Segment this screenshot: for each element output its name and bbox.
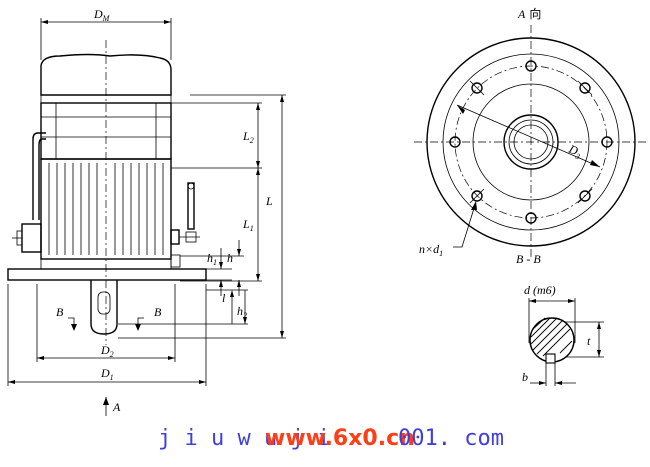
d1-label: D1 [100, 366, 114, 382]
l-small-label: l [222, 291, 226, 305]
h2-label: h2 [237, 304, 247, 320]
l2-label: L2 [242, 129, 254, 145]
b-left-label: B [56, 305, 64, 319]
watermark-left: j i u w u j i [158, 426, 330, 451]
section-label: B - B [516, 252, 541, 266]
l-label: L [265, 194, 273, 208]
b-label: b [522, 370, 528, 384]
d-m6-label: d (m6) [524, 283, 556, 297]
bolt-holes [449, 60, 613, 224]
holes-label: n×d1 [419, 242, 443, 258]
d2-label: D2 [100, 343, 114, 359]
keyway [545, 353, 556, 364]
watermark: j i u w u j i www.6x0.cn 001. com [158, 426, 504, 451]
t-label: t [587, 334, 591, 348]
a-view-label: A [112, 400, 121, 414]
fan-cover [40, 53, 172, 96]
l1-label: L1 [242, 217, 254, 233]
cooling-fins [48, 163, 164, 255]
h1-label: h1 [207, 251, 217, 267]
watermark-center: www.6x0.cn [265, 426, 415, 451]
shaft-hatch [530, 317, 573, 357]
mounting-flange [7, 268, 207, 281]
h-label: h [227, 251, 233, 265]
dm-label: DM [93, 7, 111, 23]
b-right-label: B [154, 305, 162, 319]
output-shaft [90, 280, 118, 335]
d3-label: D3 [565, 141, 584, 161]
side-view: DM [7, 7, 286, 416]
watermark-right: 001. com [398, 426, 504, 451]
shaft-section: d (m6) t b [522, 283, 604, 386]
